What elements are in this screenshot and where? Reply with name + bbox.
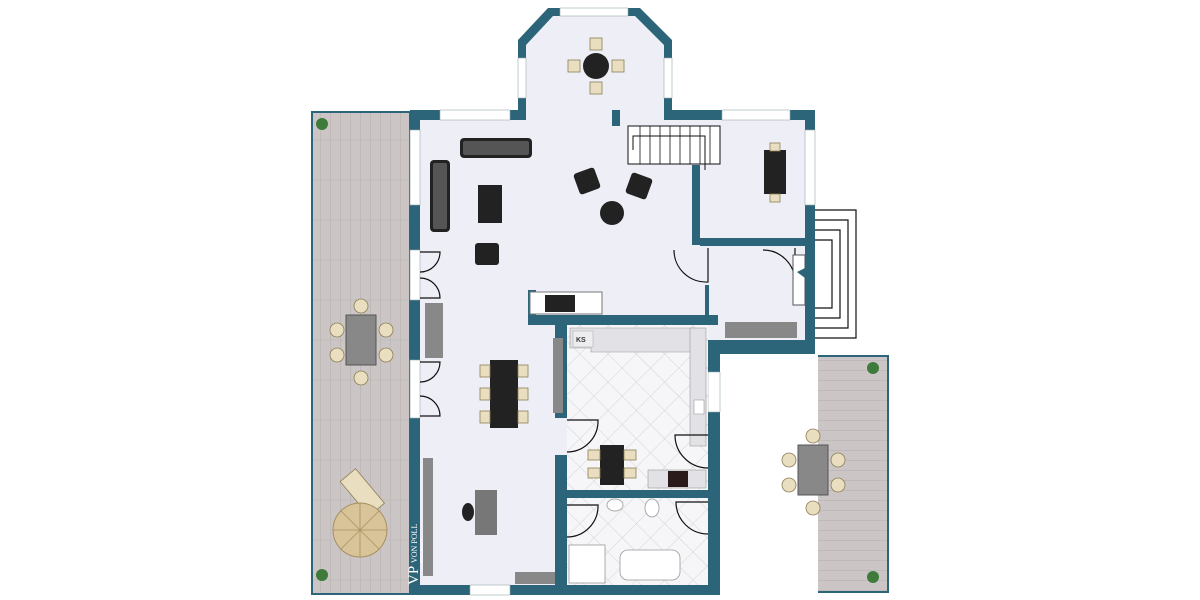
logo-tagline: IMMOBILIEN — [419, 538, 424, 563]
logo-brand: VP — [406, 566, 422, 585]
kitchen: KS — [566, 325, 709, 490]
sideboard — [553, 338, 563, 413]
bookshelf — [423, 458, 433, 576]
bathtub-icon — [619, 549, 681, 581]
coffee-table — [478, 185, 502, 223]
kitchen-cabinet — [572, 330, 594, 348]
cabinet — [515, 572, 555, 584]
round-table — [600, 201, 624, 225]
von-poll-logo: VP VON POLL IMMOBILIEN — [406, 524, 424, 585]
armchair — [625, 172, 653, 200]
plant-icon — [867, 362, 879, 374]
bathroom — [566, 498, 709, 585]
office-chair — [462, 503, 474, 521]
dining-chairs — [479, 364, 529, 424]
entrance-arrow-icon — [797, 268, 805, 278]
washbasin-icon — [644, 498, 660, 518]
round-table — [583, 53, 609, 79]
terrace-furniture — [329, 298, 846, 558]
dining-table-small — [600, 445, 624, 485]
cabinet — [725, 322, 797, 338]
sink-icon — [693, 399, 705, 415]
toilet-icon — [606, 498, 624, 512]
plant-icon — [867, 571, 879, 583]
chairs — [587, 449, 637, 479]
cooktop-icon — [668, 471, 688, 487]
dining-table — [490, 360, 518, 428]
staircase — [627, 125, 721, 170]
kitchen-label: KS — [576, 337, 586, 344]
sideboard — [425, 303, 443, 358]
armchair — [475, 243, 499, 265]
terrace-table — [345, 314, 377, 366]
furniture — [423, 37, 797, 584]
plant-icon — [316, 569, 328, 581]
logo-name: VON POLL — [410, 524, 419, 563]
shower-icon — [568, 544, 606, 584]
terrace-table — [797, 444, 829, 496]
plant-icon — [316, 118, 328, 130]
desk — [764, 150, 786, 194]
armchair — [573, 167, 601, 195]
doors — [419, 248, 806, 417]
desk — [475, 490, 497, 535]
